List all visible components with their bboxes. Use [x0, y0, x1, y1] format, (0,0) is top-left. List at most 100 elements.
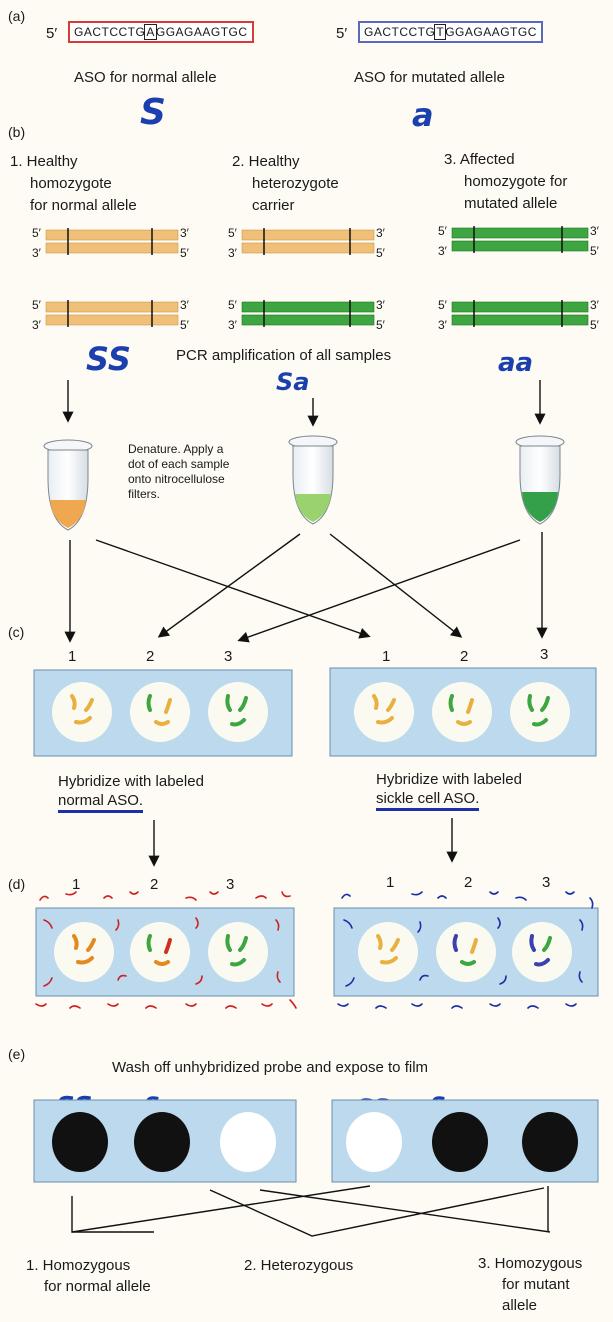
dna-end-label: 3′	[590, 298, 599, 312]
probe-right-number-2: 2	[464, 874, 473, 891]
result-3-line2: for mutant	[502, 1276, 570, 1293]
section-label-d: (d)	[8, 876, 26, 892]
filter-left-number-2: 2	[146, 648, 155, 665]
dna-normal-duplex	[45, 228, 179, 255]
denature-note-line2: dot of each sample	[128, 457, 230, 471]
hand-genotype-ss: SS	[86, 340, 131, 378]
tube-sample-1	[43, 439, 93, 531]
probe-left-number-3: 3	[226, 876, 235, 893]
mutated-aso-seq-part1: GACTCCTG	[364, 25, 436, 39]
filter-left-unhybridized	[33, 669, 293, 757]
film-dot-dark	[522, 1112, 578, 1172]
sample-1-title-line1: 1. Healthy	[10, 153, 78, 170]
dna-end-label: 5′	[32, 226, 41, 240]
sample-1-title-line3: for normal allele	[30, 197, 137, 214]
dna-strands	[45, 226, 589, 327]
filter-right-number-3: 3	[540, 646, 549, 663]
hand-genotype-aa: aa	[498, 348, 534, 378]
dna-end-label: 3′	[228, 318, 237, 332]
dna-end-label: 3′	[180, 298, 189, 312]
dna-end-label: 5′	[376, 318, 385, 332]
film-dot-light	[346, 1112, 402, 1172]
denature-note-line4: filters.	[128, 487, 161, 501]
section-label-b: (b)	[8, 124, 26, 140]
probe-right-number-3: 3	[542, 874, 551, 891]
dna-mutant-duplex	[451, 226, 589, 253]
hybridize-sickle-line1: Hybridize with labeled	[376, 771, 522, 788]
pcr-label: PCR amplification of all samples	[176, 347, 392, 364]
normal-aso-seq-part1: GACTCCTG	[74, 25, 146, 39]
sample-2-title-line1: 2. Healthy	[232, 153, 300, 170]
filter-left-normal-probe	[35, 891, 297, 1009]
film-dot-dark	[134, 1112, 190, 1172]
normal-aso-label: ASO for normal allele	[74, 69, 217, 86]
result-3-line3: allele	[502, 1297, 538, 1314]
filter-right-number-1: 1	[382, 648, 391, 665]
tube-sample-2	[288, 435, 338, 525]
result-connectors	[71, 1185, 551, 1237]
dna-mutant-duplex	[241, 300, 375, 327]
filter-left-number-1: 1	[68, 648, 77, 665]
result-2-line1: 2. Heterozygous	[244, 1257, 354, 1274]
hybridize-normal-caption: Hybridize with labeled normal ASO.	[58, 772, 204, 813]
probe-left-number-2: 2	[150, 876, 159, 893]
dna-end-label: 5′	[32, 298, 41, 312]
dna-end-label: 5′	[438, 298, 447, 312]
dna-end-label: 5′	[590, 244, 599, 258]
mutated-aso-seq-part2: GGAGAAGTGC	[445, 25, 537, 39]
dna-end-label: 3′	[32, 246, 41, 260]
hybridize-normal-line1: Hybridize with labeled	[58, 773, 204, 790]
dna-end-label: 5′	[438, 224, 447, 238]
dna-end-label: 3′	[376, 226, 385, 240]
dna-end-label: 5′	[228, 226, 237, 240]
tube-sample-3	[515, 435, 565, 525]
film-right	[331, 1099, 599, 1183]
mutated-aso-seq-snp: T	[434, 24, 447, 40]
result-3-line1: 3. Homozygous	[478, 1255, 583, 1272]
dna-normal-duplex	[45, 300, 179, 327]
dna-end-label: 5′	[228, 298, 237, 312]
film-dot-dark	[432, 1112, 488, 1172]
mutated-aso-hand-annotation: a	[412, 96, 434, 134]
normal-aso-sequence: GACTCCTGAGGAGAAGTGC	[68, 21, 254, 43]
film-left	[33, 1099, 297, 1183]
denature-note-line1: Denature. Apply a	[128, 442, 224, 456]
filter-right-unhybridized	[329, 667, 597, 757]
sample-3-title-line3: mutated allele	[464, 195, 558, 212]
filter-right-sickle-probe	[333, 891, 599, 1009]
dna-end-label: 3′	[32, 318, 41, 332]
section-label-a: (a)	[8, 8, 26, 24]
dna-end-label: 3′	[438, 244, 447, 258]
probe-left-number-1: 1	[72, 876, 81, 893]
probe-right-number-1: 1	[386, 874, 395, 891]
hybridize-normal-line2: normal ASO.	[58, 792, 144, 813]
dna-end-label: 3′	[228, 246, 237, 260]
dna-end-label: 3′	[590, 224, 599, 238]
filter-right-number-2: 2	[460, 648, 469, 665]
dna-end-label: 3′	[376, 298, 385, 312]
dna-end-label: 5′	[180, 318, 189, 332]
mutated-aso-5prime: 5′	[336, 25, 348, 42]
distribution-arrows	[64, 532, 548, 643]
sample-2-title-line2: heterozygote	[252, 175, 339, 192]
hand-genotype-sa: Sa	[276, 368, 310, 396]
dna-end-label: 5′	[180, 246, 189, 260]
dna-end-label: 5′	[376, 246, 385, 260]
dna-end-label: 3′	[438, 318, 447, 332]
normal-aso-seq-part2: GGAGAAGTGC	[155, 25, 248, 39]
result-1-line1: 1. Homozygous	[26, 1257, 131, 1274]
sample-2-title-line3: carrier	[252, 197, 295, 214]
wash-label: Wash off unhybridized probe and expose t…	[112, 1059, 429, 1076]
denature-note-line3: onto nitrocellulose	[128, 472, 225, 486]
film-dot-dark	[52, 1112, 108, 1172]
normal-aso-hand-annotation: S	[140, 92, 166, 133]
section-label-e: (e)	[8, 1046, 26, 1062]
filter-left-number-3: 3	[224, 648, 233, 665]
result-1-line2: for normal allele	[44, 1278, 151, 1295]
normal-aso-5prime: 5′	[46, 25, 58, 42]
hybridize-sickle-line2: sickle cell ASO.	[376, 790, 480, 811]
film-dot-light	[220, 1112, 276, 1172]
dna-end-label: 5′	[590, 318, 599, 332]
sample-3-title-line1: 3. Affected	[444, 151, 515, 168]
